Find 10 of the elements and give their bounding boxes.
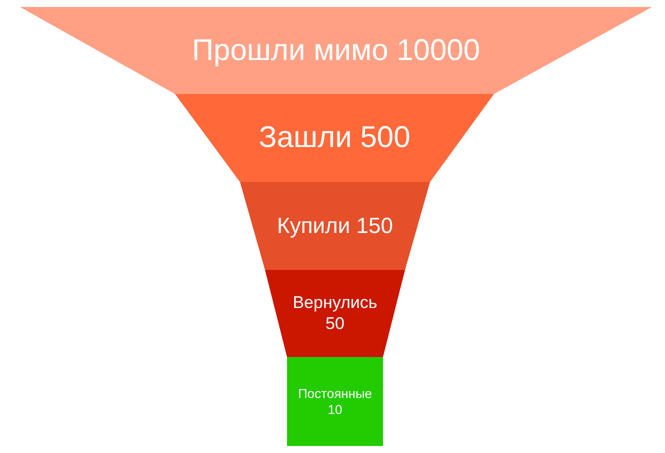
segment-label: Прошли мимо 10000 bbox=[192, 32, 480, 68]
funnel-segment bbox=[265, 270, 405, 357]
segment-label: Вернулись 50 bbox=[292, 293, 378, 334]
segment-label: Зашли 500 bbox=[258, 120, 410, 156]
funnel-segment bbox=[287, 357, 383, 446]
funnel-segment bbox=[240, 182, 430, 270]
funnel-segment bbox=[20, 7, 652, 94]
segment-label: Купили 150 bbox=[277, 212, 393, 240]
funnel-segment bbox=[175, 94, 494, 182]
segment-label: Постоянные 10 bbox=[296, 386, 374, 418]
